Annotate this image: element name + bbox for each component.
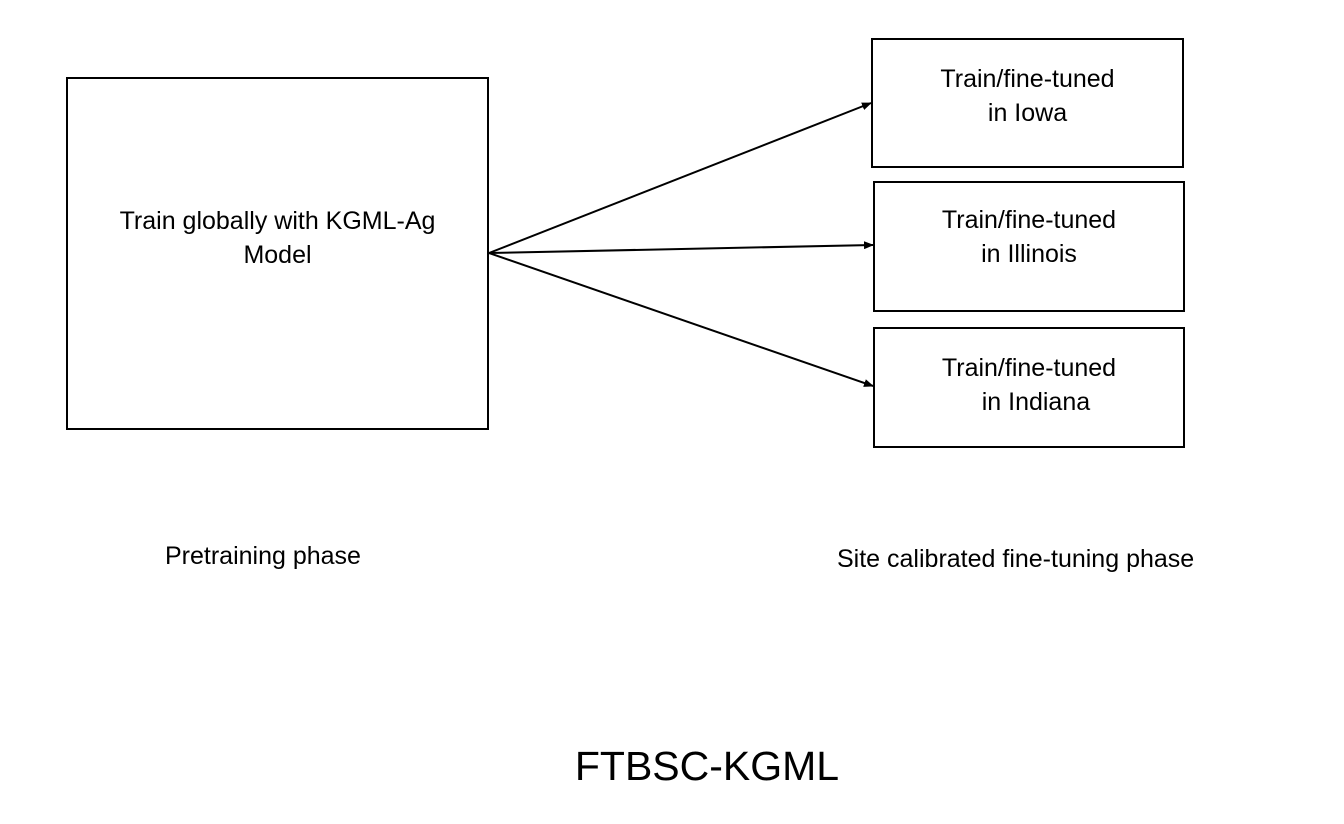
- site-box-line-2: in Iowa: [987, 99, 1068, 127]
- site-box-indiana: Train/fine-tuned in Indiana: [873, 327, 1185, 448]
- global-box-line-2: Model: [243, 240, 312, 269]
- site-box-line-2: in Indiana: [967, 387, 1091, 416]
- site-box-line-2: in Illinois: [981, 239, 1077, 268]
- arrow-to-iowa: [488, 102, 872, 254]
- site-box-iowa: Train/fine-tuned in Iowa: [871, 38, 1184, 168]
- finetuning-phase-label: Site calibrated fine-tuning phase: [837, 545, 1195, 573]
- pretraining-phase-label: Pretraining phase: [165, 542, 361, 570]
- site-box-line-1: Train/fine-tuned: [940, 65, 1115, 93]
- global-training-box: Train globally with KGML-Ag Model: [66, 77, 489, 430]
- site-box-line-1: Train/fine-tuned: [941, 205, 1117, 234]
- global-box-line-1: Train globally with KGML-Ag: [119, 206, 436, 235]
- site-box-illinois: Train/fine-tuned in Illinois: [873, 181, 1185, 312]
- arrow-to-illinois: [488, 241, 874, 254]
- arrow-to-indiana: [488, 252, 874, 387]
- diagram-title: FTBSC-KGML: [574, 743, 840, 789]
- site-box-line-1: Train/fine-tuned: [941, 353, 1117, 382]
